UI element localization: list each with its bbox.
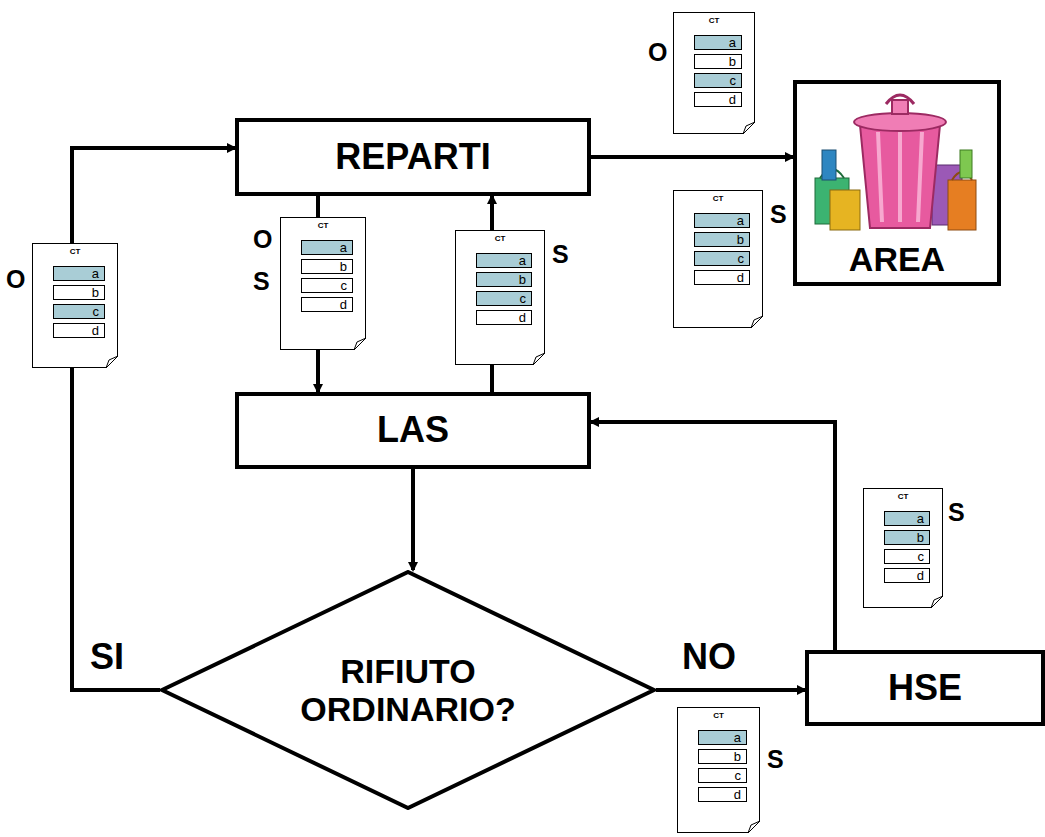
form-header: CT: [33, 247, 117, 256]
folded-corner: [743, 122, 755, 134]
folded-corner: [354, 338, 366, 350]
node-label: LAS: [377, 410, 449, 450]
form-field: d: [694, 270, 750, 285]
form-header: CT: [678, 711, 759, 720]
node-label: AREA: [849, 240, 945, 278]
form-field: b: [694, 54, 742, 69]
pink-bin: [854, 95, 946, 228]
form-field: a: [694, 35, 742, 50]
form-document: CT abcd: [863, 488, 943, 608]
form-field: d: [694, 92, 742, 107]
form-field: b: [694, 232, 750, 247]
form-header: CT: [674, 16, 754, 25]
flow-arrow: [656, 688, 805, 692]
node-label: HSE: [888, 668, 962, 708]
folded-corner: [106, 356, 118, 368]
form-header: CT: [456, 234, 544, 243]
folded-corner: [931, 596, 943, 608]
process-box: LAS: [235, 392, 591, 469]
status-letter: O: [648, 38, 667, 67]
node-label: RIFIUTO ORDINARIO?: [278, 652, 538, 728]
form-field: a: [884, 511, 930, 526]
form-field: d: [53, 323, 105, 338]
status-letter: S: [770, 200, 787, 229]
form-field: b: [476, 272, 532, 287]
folded-corner: [533, 353, 545, 365]
form-field: d: [476, 310, 532, 325]
form-document: CT abcd: [673, 190, 763, 328]
status-letter: S: [253, 267, 270, 296]
folded-corner: [748, 821, 760, 833]
folded-corner: [751, 316, 763, 328]
form-field: a: [698, 730, 747, 745]
status-letter: S: [948, 498, 965, 527]
flow-arrow: [591, 422, 835, 650]
form-field: a: [476, 253, 532, 268]
storage-area-box: AREA: [793, 80, 1001, 286]
form-field: b: [884, 530, 930, 545]
branch-label: NO: [680, 636, 738, 678]
form-header: CT: [281, 221, 365, 230]
flow-arrow: [591, 155, 793, 159]
form-field: b: [301, 259, 353, 274]
form-field: c: [53, 304, 105, 319]
form-field: b: [698, 749, 747, 764]
form-field: c: [698, 768, 747, 783]
shopping-bags: [815, 150, 976, 230]
form-field: c: [884, 549, 930, 564]
flow-arrow: [72, 148, 235, 690]
form-field: d: [698, 787, 747, 802]
process-box: REPARTI: [235, 118, 591, 196]
form-document: CT abcd: [280, 217, 366, 350]
status-letter: S: [552, 240, 569, 269]
status-letter: O: [6, 265, 25, 294]
node-label: REPARTI: [335, 137, 490, 177]
form-header: CT: [674, 194, 762, 203]
status-letter: S: [767, 745, 784, 774]
form-document: CT abcd: [677, 707, 760, 833]
process-box: HSE: [805, 650, 1045, 726]
form-document: CT abcd: [673, 12, 755, 134]
form-field: a: [53, 266, 105, 281]
form-field: c: [476, 291, 532, 306]
form-field: d: [884, 568, 930, 583]
flow-arrow: [411, 469, 415, 570]
form-document: CT abcd: [32, 243, 118, 368]
form-field: c: [694, 73, 742, 88]
form-field: a: [301, 240, 353, 255]
decision-diamond: RIFIUTO ORDINARIO?: [160, 570, 656, 810]
form-field: a: [694, 213, 750, 228]
form-field: d: [301, 297, 353, 312]
form-header: CT: [864, 492, 942, 501]
form-field: c: [694, 251, 750, 266]
status-letter: O: [253, 225, 272, 254]
form-field: c: [301, 278, 353, 293]
branch-label: SI: [88, 636, 126, 678]
form-field: b: [53, 285, 105, 300]
form-document: CT abcd: [455, 230, 545, 365]
